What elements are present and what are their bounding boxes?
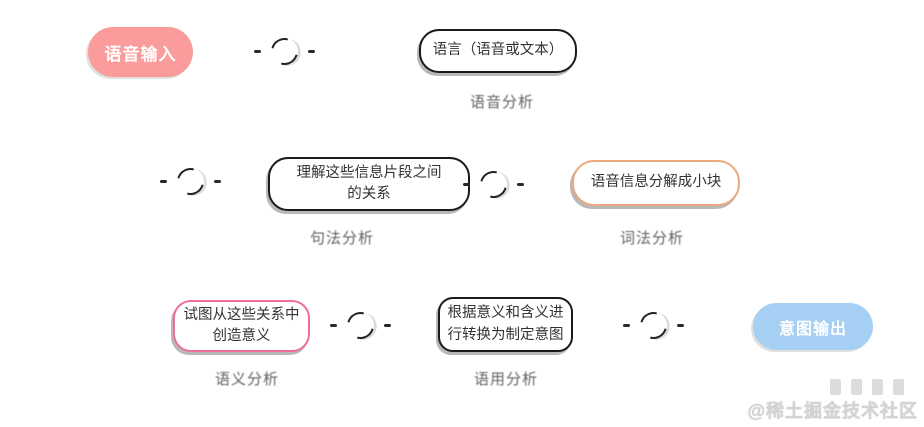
arrow-loop-icon — [266, 32, 303, 70]
stage-label-lexical: 词法分析 — [619, 230, 684, 247]
juejin-logo-icon — [747, 379, 904, 396]
node-create-meaning: 试图从这些关系中创造意义 — [173, 300, 310, 352]
connector-arrow-4 — [330, 306, 391, 344]
arrow-end-tick — [677, 323, 684, 327]
node-formulate-intent: 根据意义和含义进行转换为制定意图 — [438, 297, 573, 352]
arrow-loop-icon — [635, 306, 672, 344]
arrow-start-tick — [160, 179, 167, 183]
arrow-end-tick — [384, 323, 391, 327]
arrow-start-tick — [463, 182, 470, 186]
node-create-meaning-label: 试图从这些关系中创造意义 — [183, 306, 300, 344]
connector-arrow-2 — [160, 162, 221, 200]
node-intent-output: 意图输出 — [753, 303, 873, 350]
arrow-loop-icon — [342, 306, 379, 344]
connector-arrow-5 — [623, 306, 684, 344]
node-decompose-chunks: 语音信息分解成小块 — [572, 160, 740, 206]
arrow-end-tick — [517, 182, 524, 186]
node-intent-output-label: 意图输出 — [778, 320, 847, 338]
connector-arrow-3 — [463, 165, 524, 203]
arrow-end-tick — [308, 49, 315, 53]
stage-label-semantic: 语义分析 — [214, 371, 279, 388]
watermark: @稀土掘金技术社区 — [747, 379, 918, 423]
arrow-start-tick — [330, 323, 337, 327]
node-voice-input-label: 语音输入 — [104, 44, 177, 64]
node-formulate-intent-label: 根据意义和含义进行转换为制定意图 — [447, 305, 564, 343]
node-language: 语言（语音或文本） — [419, 29, 577, 73]
arrow-start-tick — [623, 323, 630, 327]
arrow-loop-icon — [475, 165, 512, 203]
node-decompose-chunks-label: 语音信息分解成小块 — [590, 174, 722, 191]
stage-label-pragmatic: 语用分析 — [473, 371, 538, 388]
watermark-text: @稀土掘金技术社区 — [747, 401, 918, 421]
connector-arrow-1 — [254, 32, 315, 70]
node-understand-relations: 理解这些信息片段之间的关系 — [268, 157, 470, 211]
arrow-start-tick — [254, 49, 261, 53]
stage-label-syntax: 句法分析 — [309, 230, 374, 247]
node-voice-input: 语音输入 — [88, 27, 193, 77]
node-language-label: 语言（语音或文本） — [432, 42, 564, 59]
stage-label-phonetic: 语音分析 — [469, 94, 534, 111]
node-understand-relations-label: 理解这些信息片段之间的关系 — [296, 164, 442, 202]
arrow-end-tick — [214, 179, 221, 183]
arrow-loop-icon — [172, 162, 209, 200]
